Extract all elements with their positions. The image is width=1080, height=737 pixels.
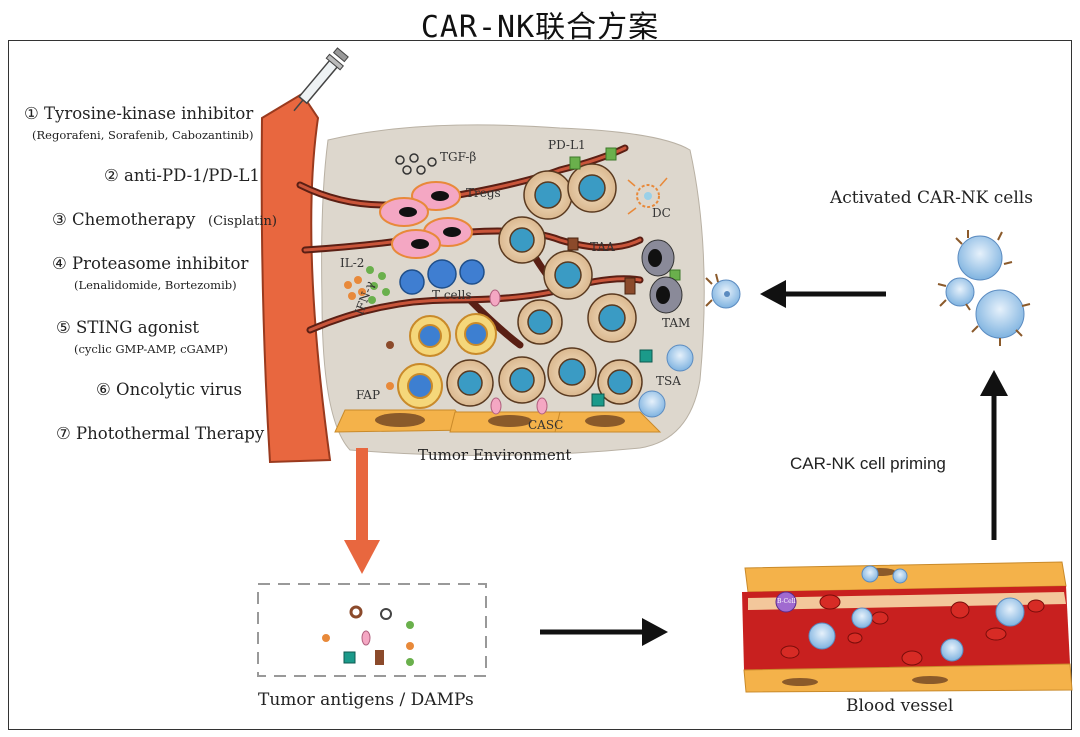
- label-casc: CASC: [528, 418, 564, 432]
- diagram-frame: [8, 40, 1072, 730]
- antigen-items: [322, 605, 414, 666]
- strategy-7-label: ⑦ Photothermal Therapy: [56, 424, 265, 443]
- strategy-5-label: ⑤ STING agonist: [56, 318, 200, 337]
- t-cells: [399, 259, 485, 295]
- treg-cells: [379, 181, 473, 259]
- label-fap: FAP: [356, 388, 381, 402]
- label-pd-l1: PD-L1: [548, 138, 586, 152]
- label-tgf-beta: TGF-β: [440, 150, 477, 164]
- strategy-1-sub: (Regorafeni, Sorafenib, Cabozantinib): [32, 128, 254, 142]
- label-taa: TAA: [590, 240, 615, 254]
- ifn-gamma-molecules: [366, 266, 390, 304]
- arrow-to-tumor: [760, 280, 886, 308]
- arrow-priming-up: [980, 370, 1008, 540]
- label-blood-vessel: Blood vessel: [846, 696, 954, 716]
- il2-molecules: [344, 276, 394, 349]
- car-nk-cell-approaching: [705, 273, 741, 309]
- syringe-icon: [293, 47, 349, 112]
- tam-cells: [641, 239, 683, 314]
- label-t-cells: T cells: [432, 288, 472, 302]
- strategy-4-label: ④ Proteasome inhibitor: [52, 254, 249, 273]
- tsa-markers: [386, 349, 653, 407]
- label-activated-car-nk: Activated CAR-NK cells: [830, 188, 1033, 208]
- antigens-box: [257, 583, 487, 677]
- label-b-cell: B-Cell: [777, 598, 796, 605]
- dendritic-cell: [627, 177, 668, 215]
- strategy-3-sub: (Cisplatin): [208, 214, 277, 229]
- blood-vessel-graphic: [742, 561, 1073, 693]
- taa-markers: [567, 237, 636, 295]
- strategy-2-label: ② anti-PD-1/PD-L1: [104, 166, 260, 185]
- activated-car-nk-cluster: [937, 230, 1031, 346]
- b-cell: [775, 591, 797, 613]
- tgf-beta-molecules: [395, 153, 437, 175]
- artery-trunk: [260, 92, 332, 464]
- strategy-4-sub: (Lenalidomide, Bortezomib): [74, 278, 237, 292]
- strategy-1-label: ① Tyrosine-kinase inhibitor: [24, 104, 254, 123]
- tumor-cells: [446, 163, 643, 407]
- strategy-6-label: ⑥ Oncolytic virus: [96, 380, 242, 399]
- label-car-nk-priming: CAR-NK cell priming: [790, 454, 946, 473]
- strategy-3-label: ③ Chemotherapy: [52, 210, 196, 229]
- label-tregs: Tregs: [466, 186, 501, 200]
- label-tumor-antigens: Tumor antigens / DAMPs: [258, 690, 474, 710]
- arrow-release-antigens: [344, 448, 380, 574]
- strategy-5-sub: (cyclic GMP-AMP, cGAMP): [74, 342, 229, 356]
- label-dc: DC: [652, 206, 671, 220]
- nk-cells-yellow: [397, 313, 497, 409]
- label-tsa: TSA: [656, 374, 681, 388]
- diagram-title: CAR-NK联合方案: [420, 10, 660, 45]
- label-tam: TAM: [662, 316, 691, 330]
- pink-small-cells: [489, 289, 548, 415]
- label-il2: IL-2: [340, 256, 365, 270]
- fibroblast-layer: [334, 409, 662, 433]
- car-nk-at-tumor: [638, 344, 694, 418]
- arrow-to-blood-vessel: [540, 618, 668, 646]
- label-tumor-environment: Tumor Environment: [418, 446, 572, 464]
